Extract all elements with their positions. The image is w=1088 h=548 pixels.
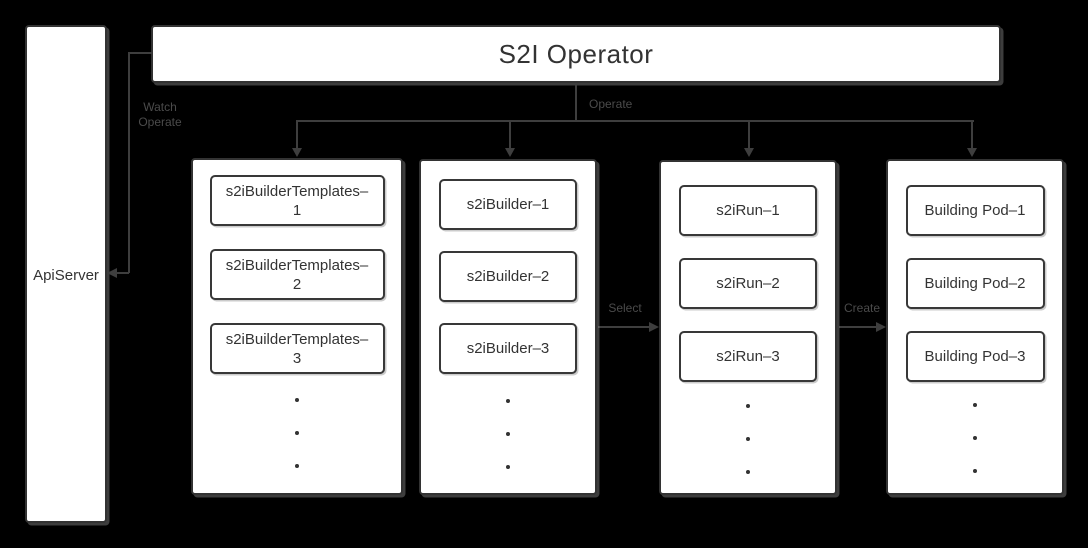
operate-arrowhead-1-icon — [292, 148, 302, 157]
node-s2ibuilder-3: s2iBuilder–3 — [439, 323, 577, 374]
operate-drop-2 — [509, 120, 511, 149]
operate-arrowhead-2-icon — [505, 148, 515, 157]
operate-arrowhead-4-icon — [967, 148, 977, 157]
s2i-operator-box: S2I Operator — [151, 25, 1001, 83]
create-arrowhead-icon — [876, 322, 886, 332]
column-s2i-builder-templates: s2iBuilderTemplates–1 s2iBuilderTemplate… — [191, 158, 403, 495]
column-s2i-builders: s2iBuilder–1 s2iBuilder–2 s2iBuilder–3 — [419, 159, 597, 495]
operate-label: Operate — [589, 97, 633, 111]
operate-edge-branch — [296, 120, 974, 122]
operate-arrowhead-3-icon — [744, 148, 754, 157]
operate-drop-3 — [748, 120, 750, 149]
column-building-pods: Building Pod–1 Building Pod–2 Building P… — [886, 159, 1064, 495]
node-s2irun-3: s2iRun–3 — [679, 331, 817, 382]
node-s2ibuilder-1: s2iBuilder–1 — [439, 179, 577, 230]
select-arrowhead-icon — [649, 322, 659, 332]
operate-edge-stem — [575, 83, 577, 122]
node-building-pod-2: Building Pod–2 — [905, 258, 1045, 309]
column-s2i-runs: s2iRun–1 s2iRun–2 s2iRun–3 — [659, 160, 837, 495]
create-edge — [839, 326, 878, 328]
ellipsis-dots — [888, 403, 1062, 473]
node-s2irun-1: s2iRun–1 — [679, 185, 817, 236]
node-s2ibuildertemplates-3: s2iBuilderTemplates–3 — [209, 323, 385, 374]
watch-edge-bottom-segment — [116, 272, 129, 274]
watch-label-line2: Operate — [138, 115, 182, 129]
ellipsis-dots — [193, 398, 401, 468]
node-s2ibuilder-2: s2iBuilder–2 — [439, 251, 577, 302]
node-s2ibuildertemplates-1: s2iBuilderTemplates–1 — [209, 175, 385, 226]
node-building-pod-1: Building Pod–1 — [905, 185, 1045, 236]
node-s2ibuildertemplates-2: s2iBuilderTemplates–2 — [209, 249, 385, 300]
apiserver-label: ApiServer — [33, 267, 99, 284]
select-label: Select — [608, 301, 642, 315]
watch-edge-vertical-segment — [128, 52, 130, 273]
watch-arrowhead-icon — [107, 268, 117, 278]
apiserver-box: ApiServer — [25, 25, 107, 523]
ellipsis-dots — [661, 404, 835, 474]
operate-drop-1 — [296, 120, 298, 149]
watch-edge-top-segment — [129, 52, 152, 54]
node-building-pod-3: Building Pod–3 — [905, 331, 1045, 382]
create-label: Create — [843, 301, 881, 315]
watch-label-line1: Watch — [143, 100, 177, 114]
node-s2irun-2: s2iRun–2 — [679, 258, 817, 309]
watch-operate-label: Watch Operate — [134, 100, 186, 130]
ellipsis-dots — [421, 399, 595, 469]
select-edge — [598, 326, 651, 328]
operate-drop-4 — [971, 120, 973, 149]
s2i-operator-title: S2I Operator — [498, 38, 654, 69]
